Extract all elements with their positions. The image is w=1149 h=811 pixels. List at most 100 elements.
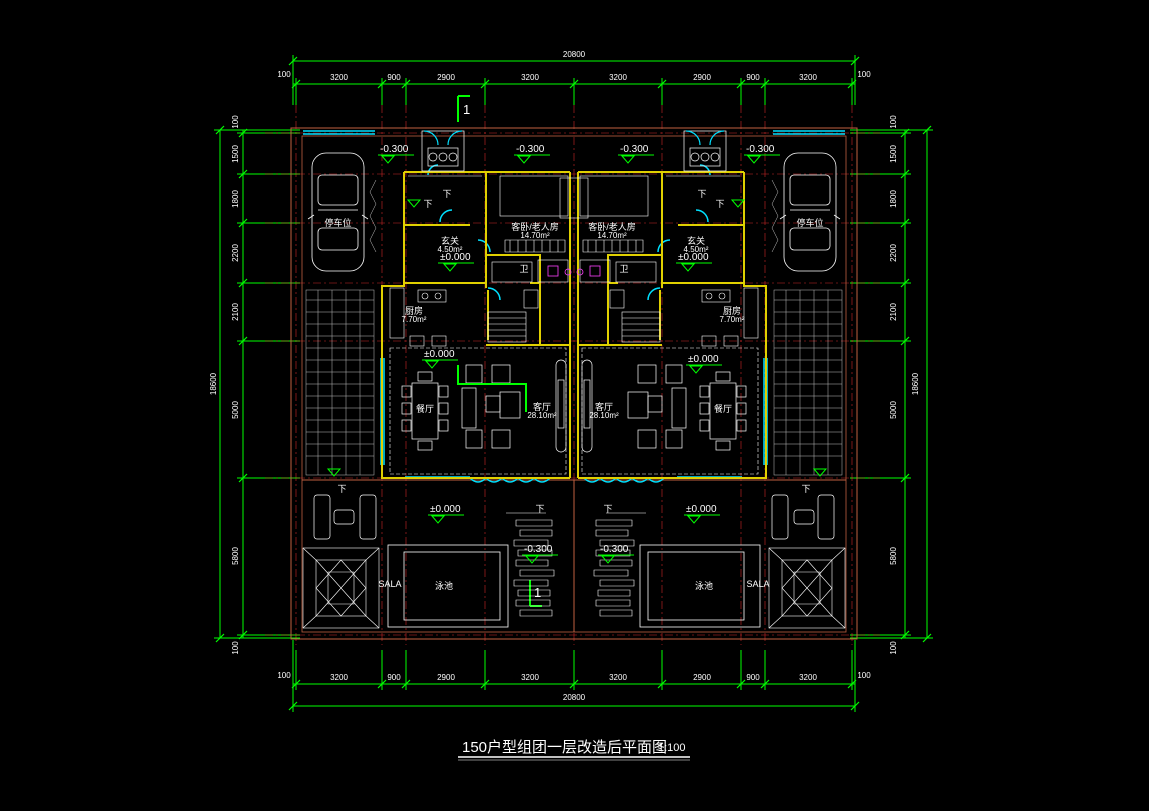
elev-terrace-left: ±0.000 [430,504,461,515]
section-mark-bottom-label: 1 [534,585,541,600]
label-down-5: 下 [337,484,346,494]
top-dimensions [292,55,856,105]
right-edge-top: 100 [889,115,898,129]
area-living-right: 28.10m² [589,411,619,420]
drawing-scale: 1:100 [658,742,686,754]
right-dim-1: 1500 [889,145,898,163]
label-living-right: 客厅 [595,401,613,412]
area-entry-right: 4.50m² [684,245,709,254]
right-dim-4: 2100 [889,303,898,321]
section-mark-top [457,95,470,122]
elev-path-left: -0.300 [524,544,553,555]
kitchen-right-fixtures [701,287,759,347]
magenta-accents [547,265,601,277]
pavilion-right [768,547,846,629]
top-edge-left: 100 [277,70,291,79]
section-mark-top-label: 1 [463,102,470,117]
top-dim-8: 3200 [799,73,817,82]
paving-right [771,179,843,476]
drawing-title: 150户型组团一层改造后平面图 [462,739,667,756]
bottom-dim-8: 3200 [799,673,817,682]
right-dim-5: 5000 [889,401,898,419]
dining-right [699,371,747,451]
label-down-2: 下 [697,189,706,199]
area-kitchen-right: 7.70m² [720,315,745,324]
label-sala-left: SALA [378,579,401,589]
left-dim-1: 1500 [231,145,240,163]
area-living-left: 28.10m² [527,411,557,420]
label-down-4: 下 [715,199,724,209]
top-dim-1: 3200 [330,73,348,82]
area-entry-left: 4.50m² [438,245,463,254]
label-dining-left: 餐厅 [416,403,434,414]
right-dimensions [850,129,933,639]
label-wc-left: 卫 [519,264,528,274]
left-dim-6: 5800 [231,547,240,565]
elev-garage-right: -0.300 [746,144,775,155]
bottom-edge-left: 100 [277,671,291,680]
area-kitchen-left: 7.70m² [402,315,427,324]
site-outline [290,127,858,640]
bedroom-fixtures [487,175,661,343]
label-bedroom-left: 客卧/老人房 [511,221,559,232]
left-dim-3: 2200 [231,244,240,262]
section-cut-line [457,365,527,412]
kitchen-left-fixtures [389,287,447,347]
pools [387,544,761,628]
wc-fixtures [491,261,657,309]
bottom-dim-6: 2900 [693,673,711,682]
bottom-dim-5: 3200 [609,673,627,682]
label-garage-left: 停车位 [324,217,351,228]
elev-foyer-left: ±0.000 [440,252,471,263]
label-down-1: 下 [442,189,451,199]
label-entry-left: 玄关 [441,235,459,246]
label-wc-right: 卫 [619,264,628,274]
left-dim-4: 2100 [231,303,240,321]
right-dim-6: 5800 [889,547,898,565]
right-edge-bottom: 100 [889,641,898,655]
left-edge-bottom: 100 [231,641,240,655]
grid-axes [265,105,880,645]
left-total-height: 18600 [209,372,218,395]
bottom-dim-2: 900 [387,673,401,682]
label-bedroom-right: 客卧/老人房 [588,221,636,232]
living-right [581,359,687,453]
entrance-doors [423,130,725,146]
right-dim-3: 2200 [889,244,898,262]
bottom-dim-4: 3200 [521,673,539,682]
top-dim-6: 2900 [693,73,711,82]
left-dim-5: 5000 [231,401,240,419]
walls [381,171,767,479]
label-dining-right: 餐厅 [714,403,732,414]
elev-living-left: ±0.000 [424,349,455,360]
top-ticks [288,56,860,89]
right-ticks [900,125,932,643]
label-down-7: 下 [535,504,544,514]
label-pool-left: 泳池 [435,580,453,591]
elev-foyer-right: ±0.000 [678,252,709,263]
top-edge-right: 100 [857,70,871,79]
bottom-edge-right: 100 [857,671,871,680]
left-ticks [215,125,248,643]
area-bedroom-right: 14.70m² [597,231,627,240]
top-dim-2: 900 [387,73,401,82]
bottom-dim-1: 3200 [330,673,348,682]
elev-terrace-right: ±0.000 [686,504,717,515]
paving-left [305,179,377,476]
bottom-total-width: 20800 [563,693,586,702]
bottom-dim-3: 2900 [437,673,455,682]
area-bedroom-left: 14.70m² [520,231,550,240]
dining-left [401,371,449,451]
label-entry-right: 玄关 [687,235,705,246]
label-pool-right: 泳池 [695,580,713,591]
top-total-width: 20800 [563,50,586,59]
car-right [779,152,841,272]
pavilion-left [302,547,380,629]
entrance-planters [421,130,727,172]
bottom-dim-7: 900 [746,673,760,682]
top-dim-7: 900 [746,73,760,82]
elev-entry-left: -0.300 [516,144,545,155]
elev-path-right: -0.300 [600,544,629,555]
right-total-height: 18600 [911,372,920,395]
top-dim-5: 3200 [609,73,627,82]
